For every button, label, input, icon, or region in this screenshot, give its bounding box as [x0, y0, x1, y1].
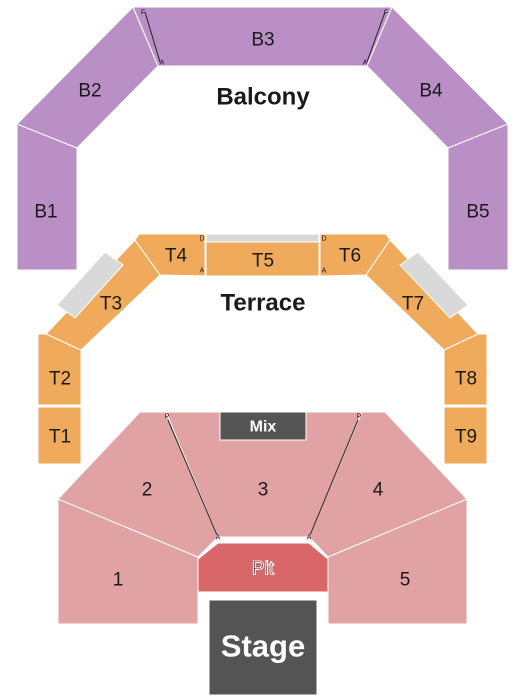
stage-label: Stage — [221, 629, 305, 664]
section-label-b4: B4 — [419, 81, 443, 102]
aisle-right — [366, 11, 386, 63]
mix-booth — [219, 411, 307, 441]
section-b2[interactable] — [16, 6, 159, 149]
row-marker-a-right: A — [363, 60, 368, 67]
aisle-left — [144, 11, 161, 63]
section-t1[interactable] — [37, 406, 82, 465]
section-label-b3: B3 — [251, 30, 274, 51]
section-label-t4: T4 — [165, 246, 188, 267]
section-t9[interactable] — [443, 406, 488, 465]
section-label-t9: T9 — [455, 427, 477, 448]
section-label-3: 3 — [258, 480, 269, 501]
row-marker-a-left: A — [160, 60, 165, 67]
section-label-t1: T1 — [49, 427, 71, 448]
section-5[interactable] — [327, 498, 468, 625]
section-t4[interactable] — [134, 233, 206, 277]
section-label-1: 1 — [113, 570, 124, 591]
section-pit[interactable] — [197, 542, 329, 593]
row-marker-a-floor-right: A — [307, 535, 312, 542]
section-label-t3: T3 — [100, 294, 122, 315]
terrace-box-left — [56, 251, 124, 319]
section-label-t2: T2 — [49, 369, 71, 390]
section-label-t6: T6 — [339, 246, 361, 267]
row-marker-a-t4: A — [200, 268, 205, 275]
area-label-balcony: Balcony — [216, 84, 310, 111]
section-label-t5: T5 — [252, 251, 274, 272]
section-label-5: 5 — [400, 570, 411, 591]
section-label-b1: B1 — [34, 202, 57, 223]
section-label-pit: Pit — [252, 559, 275, 580]
section-b4[interactable] — [366, 6, 509, 149]
section-t2[interactable] — [37, 333, 82, 406]
section-t8[interactable] — [443, 333, 488, 406]
balcony-level: F A F A B1 B2 B3 B4 B5 Balcony — [16, 6, 509, 271]
section-label-b2: B2 — [78, 81, 101, 102]
section-label-t7: T7 — [402, 294, 424, 315]
area-label-terrace: Terrace — [221, 290, 306, 317]
terrace-box-right — [399, 251, 469, 319]
row-marker-a-t6: A — [322, 268, 327, 275]
mix-label: Mix — [250, 419, 277, 436]
terrace-level: D A D A T1 T2 T3 T4 T5 T6 T7 T8 T9 Terra… — [37, 233, 488, 465]
row-marker-f-left: F — [141, 10, 145, 17]
row-marker-p-left: P — [165, 414, 170, 421]
section-b1[interactable] — [16, 123, 78, 271]
terrace-walkway — [205, 233, 320, 243]
section-label-4: 4 — [373, 480, 384, 501]
floor-aisle-left — [167, 419, 218, 536]
floor-level: P A P A Mix Pit 1 2 3 4 5 Stage — [57, 411, 468, 696]
row-marker-a-floor-left: A — [216, 535, 221, 542]
row-marker-p-right: P — [357, 414, 362, 421]
section-label-t8: T8 — [455, 369, 477, 390]
row-marker-f-right: F — [384, 10, 388, 17]
row-marker-d-right: D — [321, 236, 326, 243]
section-label-2: 2 — [142, 480, 153, 501]
floor-aisle-right — [309, 419, 359, 536]
section-t5[interactable] — [205, 241, 320, 277]
row-marker-d-left: D — [199, 236, 204, 243]
section-label-b5: B5 — [466, 202, 489, 223]
section-b5[interactable] — [447, 123, 509, 271]
stage — [208, 599, 318, 696]
